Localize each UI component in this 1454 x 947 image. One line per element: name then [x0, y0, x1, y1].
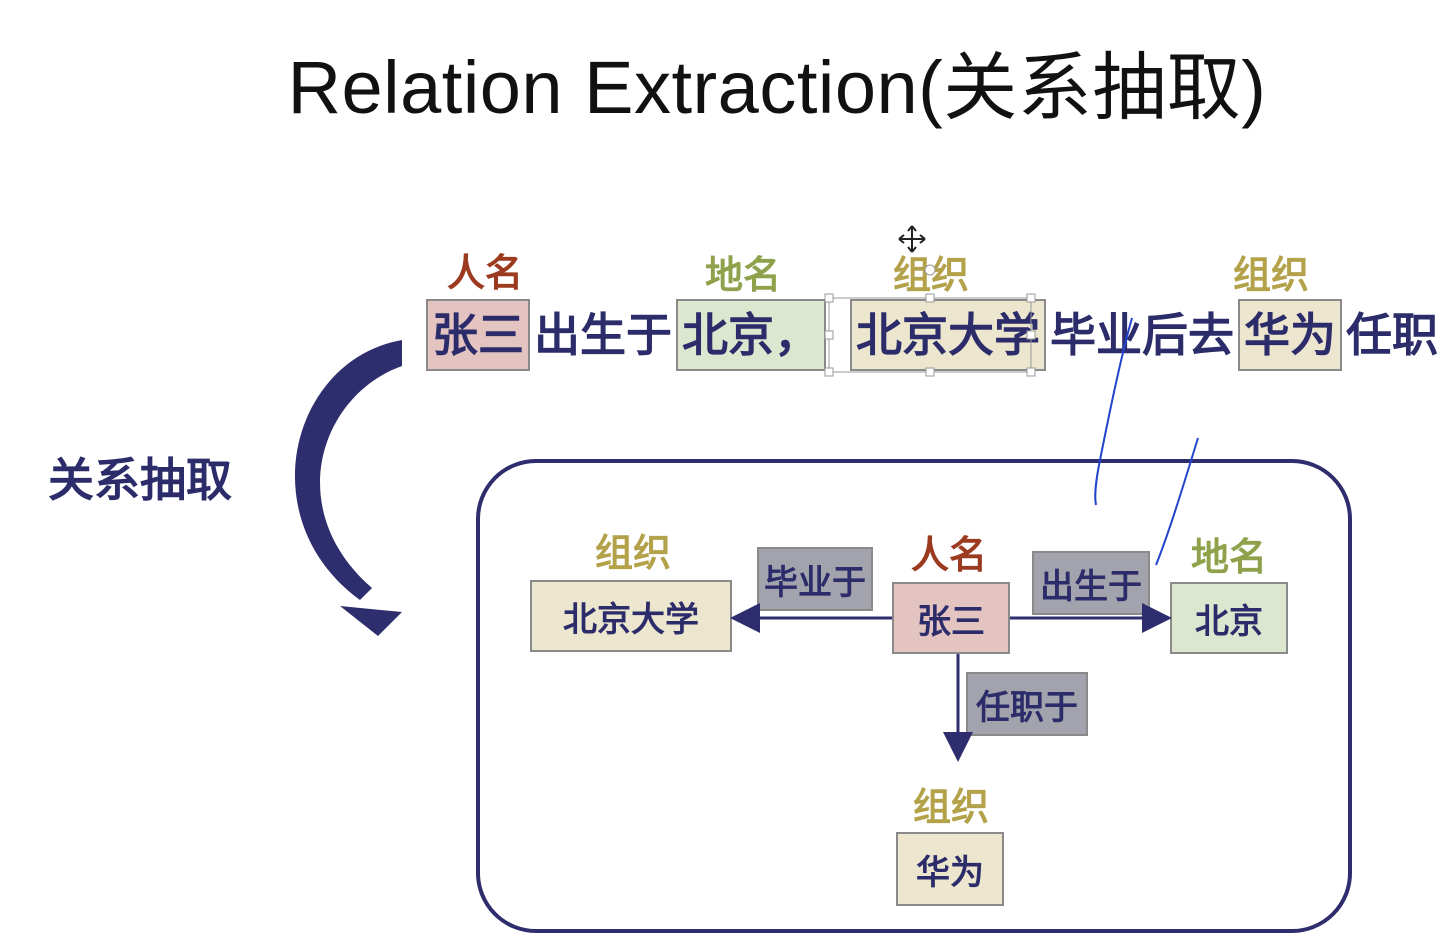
node-zhangsan: 张三 [892, 582, 1010, 654]
relation-works: 任职于 [966, 672, 1088, 736]
entity-label-location: 地名 [704, 253, 781, 297]
entity-label-organization-2: 组织 [1232, 253, 1309, 297]
move-cursor-icon [898, 225, 926, 253]
page-title: Relation Extraction(关系抽取) [287, 46, 1267, 129]
graph-label-organization: 组织 [912, 785, 989, 829]
curved-arrow [294, 340, 402, 600]
selection-handles [824, 293, 1036, 377]
graph-label-location: 地名 [1190, 535, 1267, 579]
sentence-text: 出生于 [534, 308, 672, 362]
node-huawei: 华为 [896, 832, 1004, 906]
relation-extraction-label: 关系抽取 [48, 453, 232, 507]
node-beida: 北京大学 [530, 580, 732, 652]
rotate-handle [924, 264, 936, 276]
sentence: 张三 出生于 北京， 北京大学 毕业后去 华为 任职 [426, 298, 1442, 372]
entity-label-person: 人名 [446, 251, 523, 295]
sentence-text: 毕业后去 [1050, 308, 1234, 362]
pen-stroke [1094, 317, 1133, 506]
node-beijing: 北京 [1170, 582, 1288, 654]
relation-born: 出生于 [1032, 551, 1150, 615]
entity-organization-token[interactable]: 北京大学 [850, 299, 1046, 371]
pen-stroke [1155, 437, 1199, 566]
relation-graduated: 毕业于 [757, 547, 873, 611]
result-frame [476, 459, 1352, 933]
entity-person-token: 张三 [426, 299, 530, 371]
graph-label-person: 人名 [910, 533, 987, 577]
entity-organization-token: 华为 [1238, 299, 1342, 371]
curved-arrow-head [340, 606, 402, 636]
selection-box [828, 297, 1032, 373]
sentence-text: 任职 [1346, 308, 1438, 362]
graph-label-organization: 组织 [594, 531, 671, 575]
